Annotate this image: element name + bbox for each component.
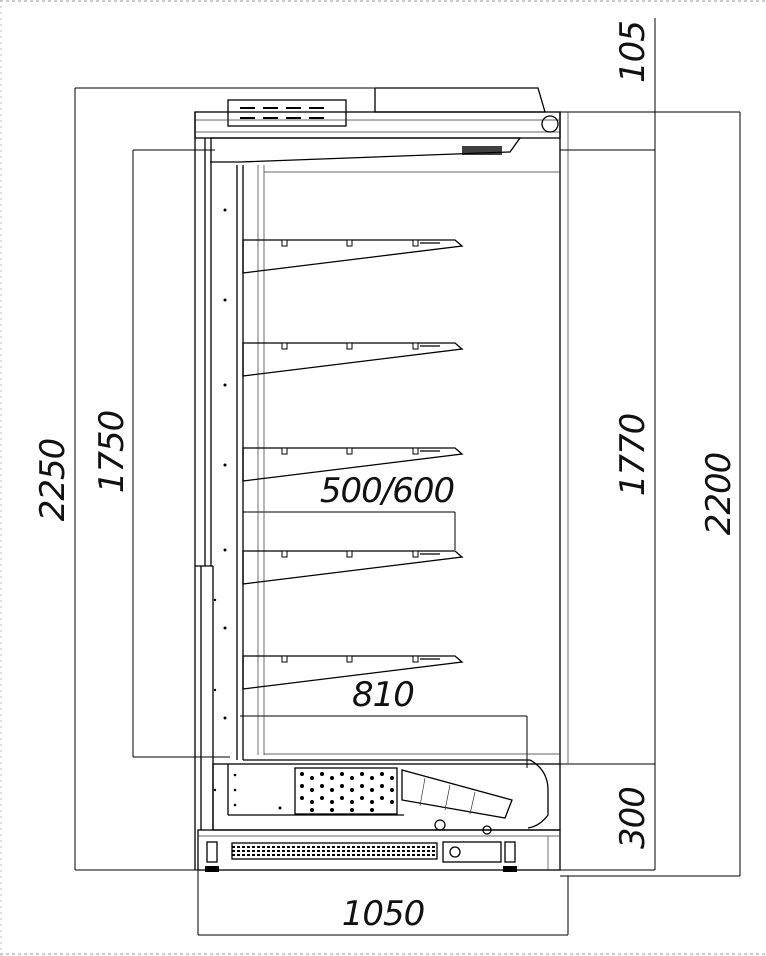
dim-300-label: 300 [613, 787, 653, 849]
dim-500-600-label: 500/600 [320, 471, 454, 511]
shelf-brackets [281, 239, 419, 663]
shelf-1 [242, 239, 464, 274]
base-compartment [212, 759, 561, 835]
shelf-4 [242, 550, 464, 585]
shelf-5 [242, 655, 464, 690]
adjustable-feet [205, 841, 517, 872]
dim-1770-label: 1770 [613, 414, 653, 497]
dim-105-label: 105 [613, 21, 653, 83]
dim-1750-label: 1750 [92, 411, 132, 494]
dim-810-label: 810 [352, 675, 414, 715]
plinth-grille [197, 829, 561, 871]
dim-2250-label: 2250 [33, 439, 73, 522]
dim-1050-label: 1050 [342, 894, 425, 934]
shelf-2 [242, 342, 464, 377]
shelf-3 [242, 447, 464, 482]
dim-2200-label: 2200 [699, 453, 739, 536]
